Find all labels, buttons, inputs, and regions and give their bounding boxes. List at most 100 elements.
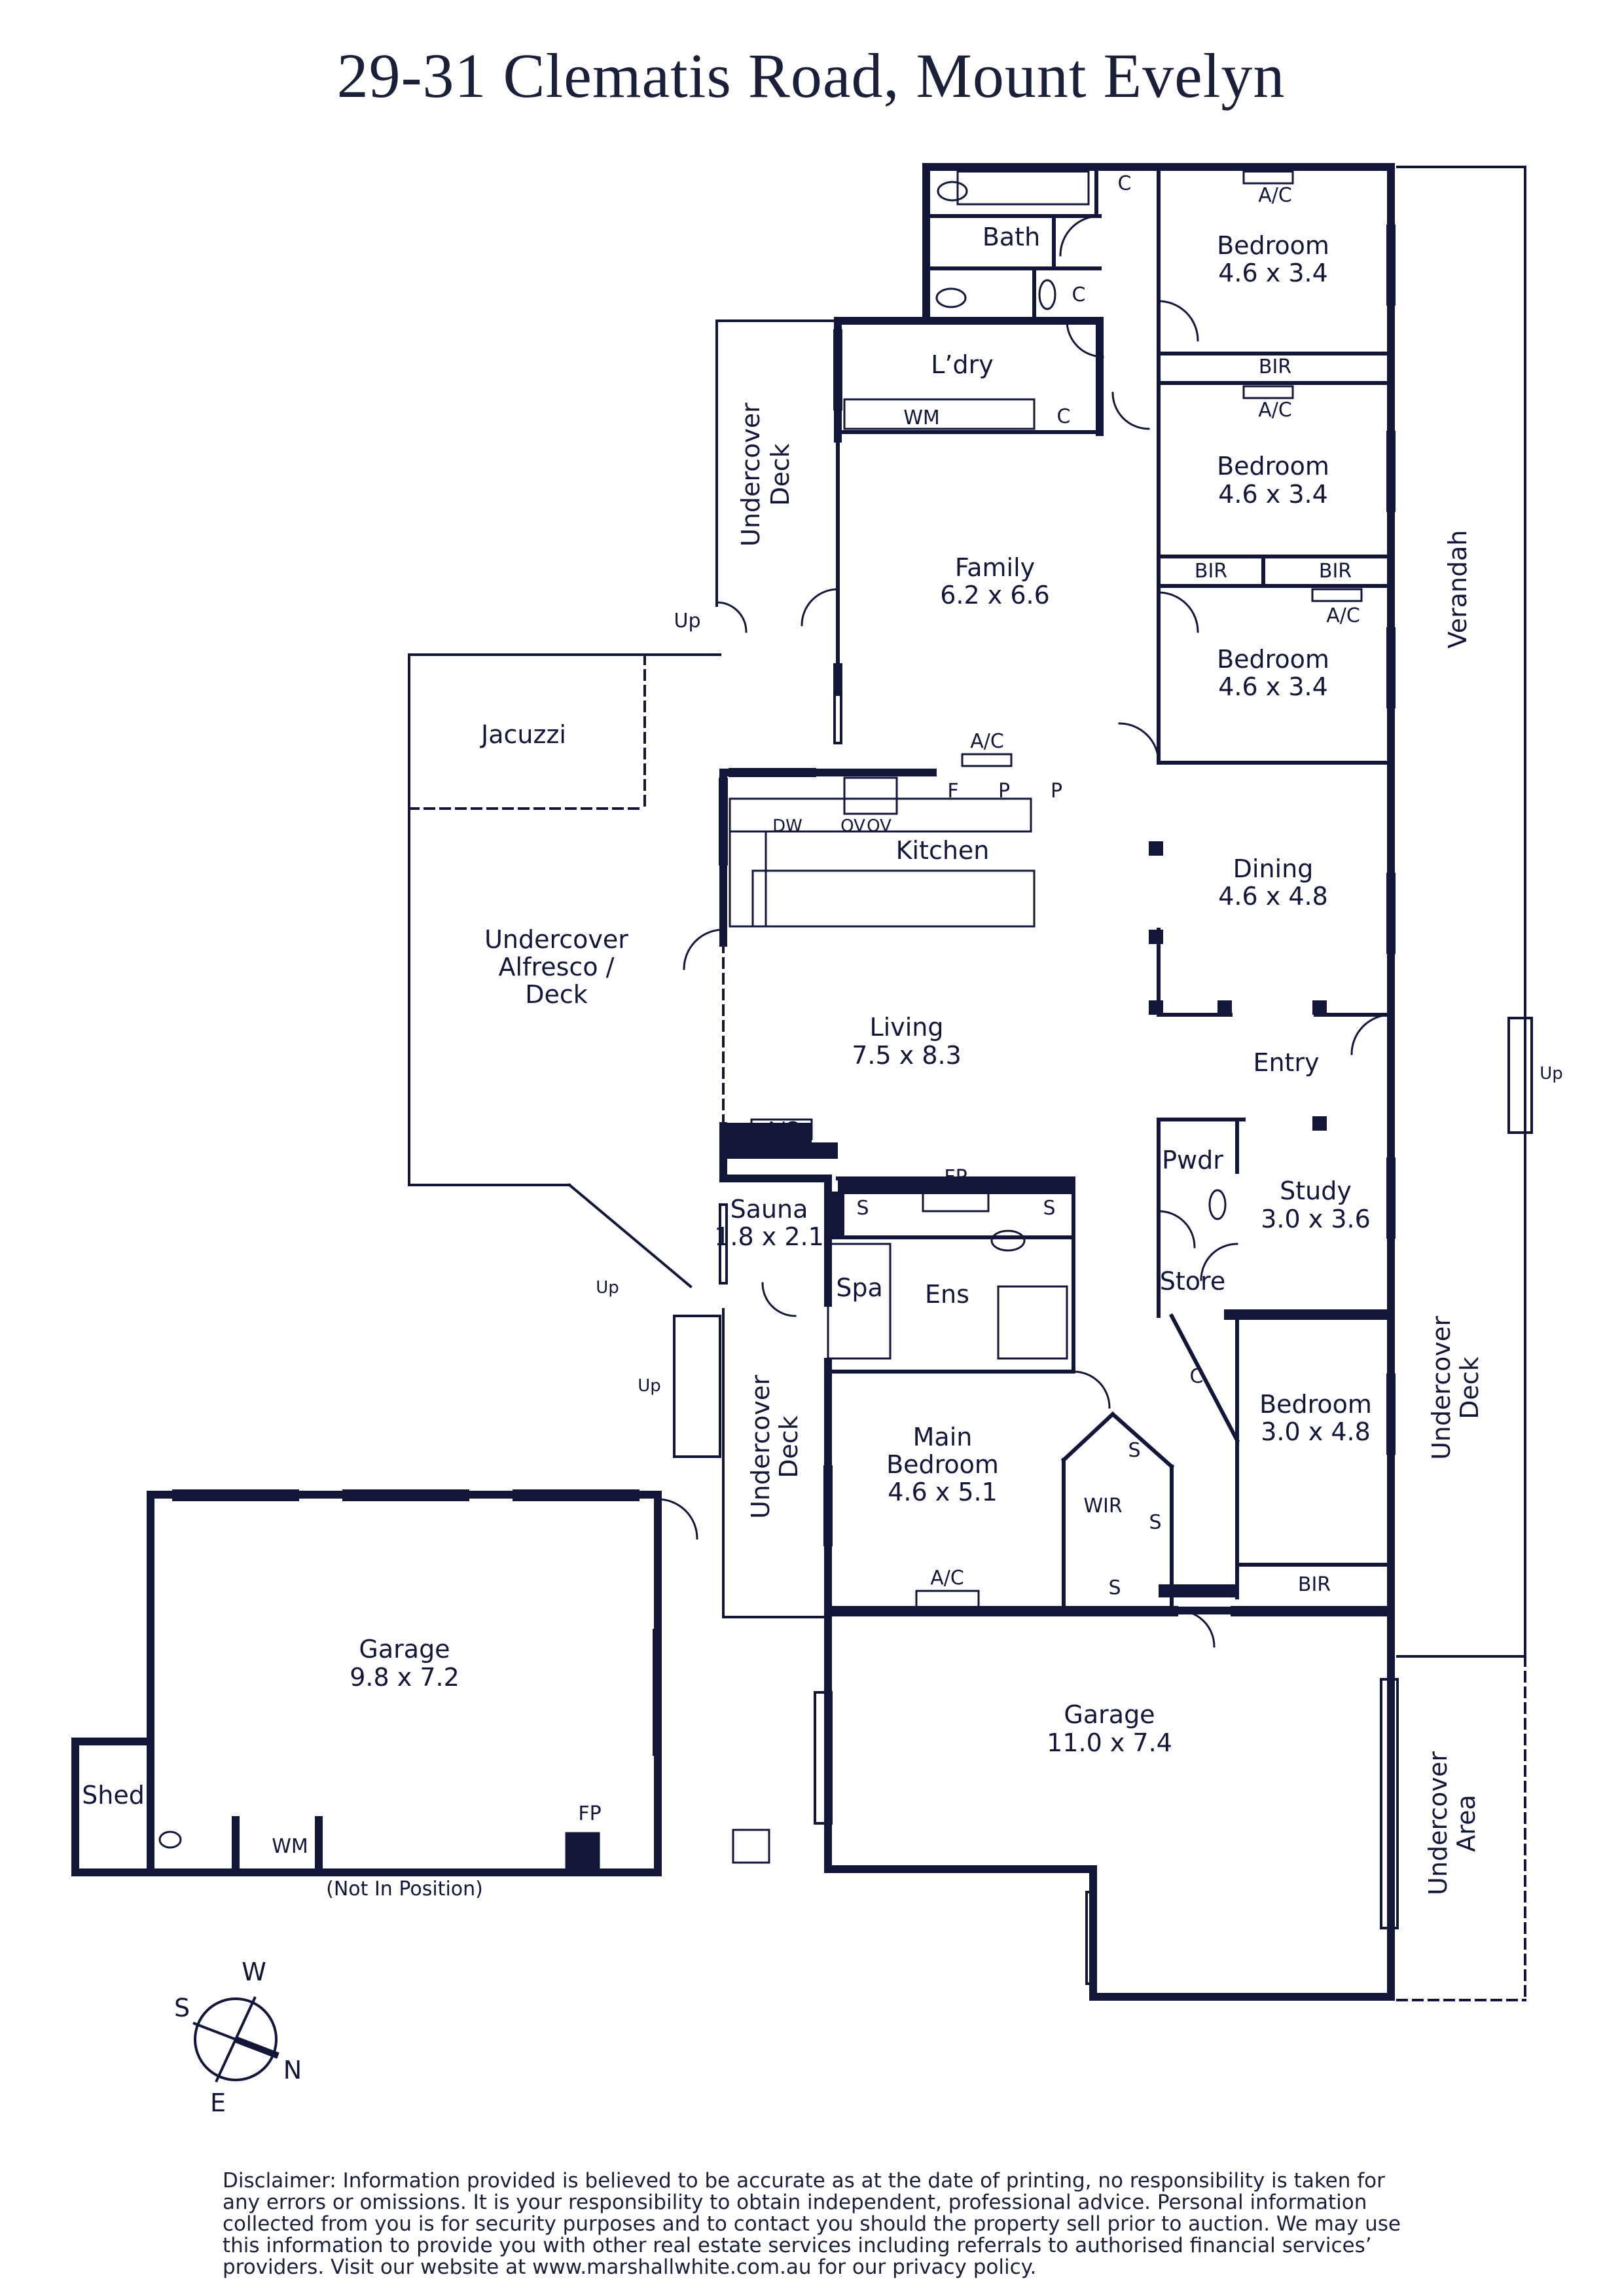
label-undercover-deck-right-2: Deck xyxy=(1455,1357,1484,1419)
label-c-4: C xyxy=(1190,1365,1204,1388)
label-ac-3: A/C xyxy=(1326,604,1360,627)
label-alfresco-1: Undercover xyxy=(484,925,628,954)
label-undercover-deck-top-1: Undercover xyxy=(736,403,765,547)
label-undercover-deck-right-1: Undercover xyxy=(1427,1316,1456,1460)
label-kitchen: Kitchen xyxy=(896,836,990,865)
label-bedroom-1-size: 4.6 x 3.4 xyxy=(1218,259,1328,287)
label-up-4: Up xyxy=(1540,1064,1563,1084)
fixture-labels: C C C C A/C A/C A/C A/C A/C A/C BIR BIR … xyxy=(272,172,1563,1858)
label-garage-1-size: 9.8 x 7.2 xyxy=(350,1663,460,1692)
label-entry: Entry xyxy=(1253,1048,1319,1077)
label-laundry: L’dry xyxy=(931,350,993,379)
compass-ring xyxy=(194,1997,278,2081)
label-living: Living xyxy=(870,1013,944,1042)
label-jacuzzi: Jacuzzi xyxy=(480,720,566,749)
label-c-2: C xyxy=(1072,283,1086,306)
label-bedroom-2-size: 4.6 x 3.4 xyxy=(1218,480,1328,509)
detached-garage-walls xyxy=(71,1491,662,1876)
label-bir-1: BIR xyxy=(1259,355,1291,378)
fixtures xyxy=(158,170,1363,1874)
label-undercover-area-1: Undercover xyxy=(1424,1751,1452,1895)
room-labels: Bath Bedroom 4.6 x 3.4 Bedroom 4.6 x 3.4… xyxy=(82,223,1484,1901)
label-bedroom-3-size: 4.6 x 3.4 xyxy=(1218,672,1328,701)
label-c-3: C xyxy=(1057,405,1071,428)
label-ensuite: Ens xyxy=(925,1280,969,1309)
label-pantry-2: P xyxy=(1051,780,1062,803)
doors xyxy=(657,215,1392,1648)
label-living-size: 7.5 x 8.3 xyxy=(852,1041,962,1070)
label-undercover-deck-mid-2: Deck xyxy=(774,1415,803,1478)
label-bedroom-4: Bedroom xyxy=(1259,1390,1372,1419)
label-up-2: Up xyxy=(596,1278,619,1298)
label-bedroom-4-size: 3.0 x 4.8 xyxy=(1261,1417,1371,1446)
label-fridge: F xyxy=(947,780,958,803)
label-ac-4: A/C xyxy=(970,730,1004,753)
label-family: Family xyxy=(955,553,1035,582)
label-wm-1: WM xyxy=(903,407,940,429)
label-powder: Pwdr xyxy=(1162,1146,1223,1175)
label-s-3: S xyxy=(1128,1439,1140,1462)
compass-e: E xyxy=(210,2088,226,2117)
compass: W S N E xyxy=(174,1958,302,2117)
label-study-size: 3.0 x 3.6 xyxy=(1261,1205,1371,1233)
label-ac-1: A/C xyxy=(1258,184,1292,207)
label-store: Store xyxy=(1160,1267,1225,1296)
label-undercover-deck-mid-1: Undercover xyxy=(746,1375,775,1519)
house-exterior-walls xyxy=(719,163,1395,2001)
label-main-bedroom-1: Main xyxy=(913,1423,973,1451)
label-family-size: 6.2 x 6.6 xyxy=(940,581,1050,610)
label-oven-2: OV xyxy=(867,816,892,836)
label-verandah: Verandah xyxy=(1443,530,1472,649)
label-bir-2: BIR xyxy=(1195,560,1227,583)
label-s-5: S xyxy=(1108,1576,1121,1599)
disclaimer-text: Disclaimer: Information provided is beli… xyxy=(223,2169,1401,2279)
compass-n: N xyxy=(283,2056,302,2085)
label-undercover-area-2: Area xyxy=(1452,1795,1481,1851)
label-main-bedroom-size: 4.6 x 5.1 xyxy=(888,1478,998,1506)
label-bir-3: BIR xyxy=(1319,560,1352,583)
label-oven-1: OV xyxy=(840,816,865,836)
label-s-4: S xyxy=(1149,1511,1161,1534)
plan-title: 29-31 Clematis Road, Mount Evelyn xyxy=(336,41,1286,111)
label-alfresco-3: Deck xyxy=(525,980,588,1009)
label-bath: Bath xyxy=(982,223,1040,251)
label-bir-4: BIR xyxy=(1298,1573,1331,1596)
label-sauna: Sauna xyxy=(730,1195,808,1224)
label-ac-2: A/C xyxy=(1258,399,1292,422)
label-fireplace-1: FP xyxy=(944,1166,967,1189)
label-alfresco-2: Alfresco / xyxy=(499,953,615,981)
label-ac-5: A/C xyxy=(765,1118,799,1141)
label-bedroom-1: Bedroom xyxy=(1217,231,1329,260)
label-wir: WIR xyxy=(1083,1495,1122,1518)
label-ac-6: A/C xyxy=(930,1567,964,1590)
label-dining-size: 4.6 x 4.8 xyxy=(1218,882,1328,911)
label-wm-2: WM xyxy=(272,1835,308,1858)
label-spa: Spa xyxy=(836,1273,883,1302)
compass-north-needle xyxy=(234,2036,279,2059)
label-s-2: S xyxy=(1043,1197,1055,1220)
label-sauna-size: 1.8 x 2.1 xyxy=(714,1222,824,1251)
outdoor-areas xyxy=(408,166,1533,2001)
label-bedroom-3: Bedroom xyxy=(1217,645,1329,674)
label-s-1: S xyxy=(856,1197,869,1220)
label-not-in-position: (Not In Position) xyxy=(326,1878,483,1901)
label-dishwasher: DW xyxy=(772,816,802,836)
label-main-bedroom-2: Bedroom xyxy=(886,1450,999,1479)
label-garage-1: Garage xyxy=(359,1635,450,1664)
label-pantry-1: P xyxy=(998,780,1010,803)
windows xyxy=(172,225,1399,1985)
compass-w: W xyxy=(242,1958,266,1986)
label-study: Study xyxy=(1280,1176,1352,1205)
label-garage-2-size: 11.0 x 7.4 xyxy=(1047,1728,1172,1757)
label-dining: Dining xyxy=(1233,854,1314,883)
label-garage-2: Garage xyxy=(1064,1700,1155,1729)
label-up-3: Up xyxy=(638,1376,661,1396)
label-undercover-deck-top-2: Deck xyxy=(766,443,795,506)
label-up-1: Up xyxy=(674,610,700,632)
label-c-1: C xyxy=(1118,172,1132,195)
compass-s: S xyxy=(174,1994,190,2022)
label-fireplace-2: FP xyxy=(578,1802,601,1825)
label-shed: Shed xyxy=(82,1781,145,1810)
label-bedroom-2: Bedroom xyxy=(1217,452,1329,481)
